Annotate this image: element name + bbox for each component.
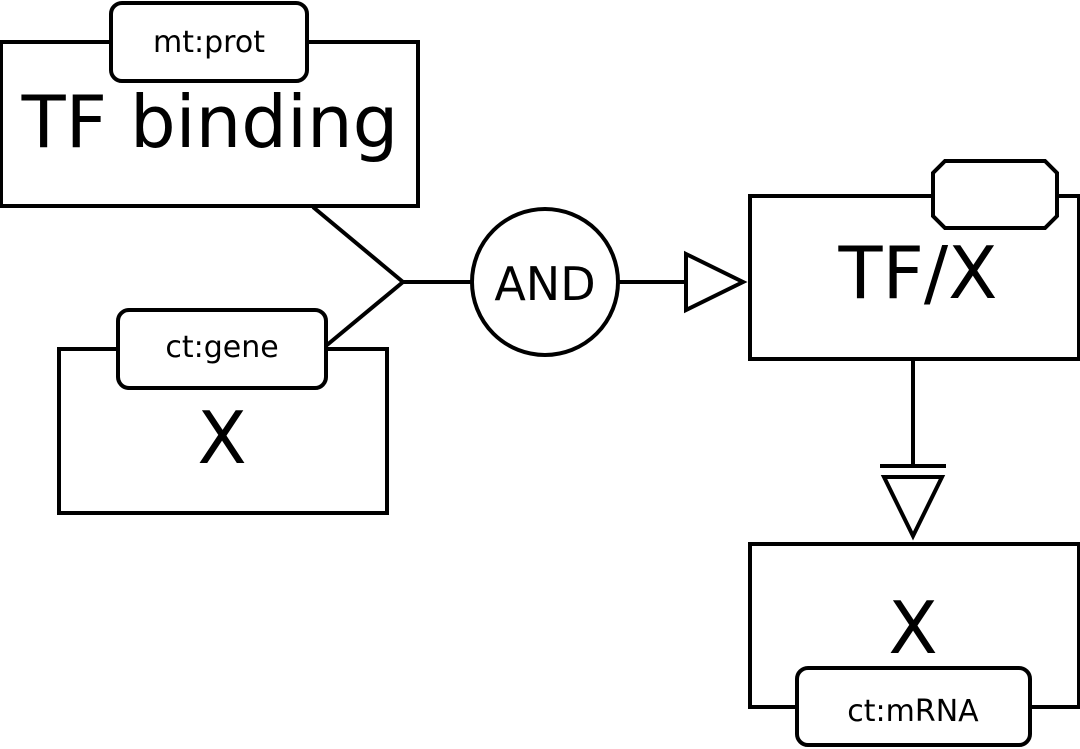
unit-ct-gene-label: ct:gene — [165, 330, 278, 365]
edge-x-gene-to-and — [325, 280, 405, 347]
node-tf-binding-label: TF binding — [21, 80, 399, 164]
edge-tf-x-to-x-mrna — [880, 360, 946, 541]
unit-of-information-mt-prot: mt:prot — [109, 1, 309, 83]
unit-ct-mrna-label: ct:mRNA — [847, 694, 979, 729]
unit-of-information-ct-gene: ct:gene — [116, 308, 328, 390]
node-x-mrna-label: X — [888, 586, 937, 670]
node-x-gene[interactable]: X ct:gene — [57, 308, 389, 515]
node-and-gate-label: AND — [494, 257, 595, 311]
node-x-mrna[interactable]: X ct:mRNA — [748, 542, 1080, 747]
node-x-gene-label: X — [197, 396, 246, 480]
node-tf-x-complex[interactable]: TF/X — [748, 159, 1080, 361]
stimulation-arrowhead-icon — [684, 250, 748, 314]
node-tf-binding[interactable]: TF binding mt:prot — [0, 1, 420, 208]
edge-tf-binding-to-and — [311, 205, 405, 284]
state-variable-empty — [931, 159, 1059, 230]
unit-of-information-ct-mrna: ct:mRNA — [795, 666, 1032, 747]
necessary-stimulation-arrowhead-icon — [880, 475, 946, 541]
node-and-gate[interactable]: AND — [470, 207, 620, 357]
unit-mt-prot-label: mt:prot — [153, 25, 265, 60]
edge-and-to-tf-x — [618, 250, 748, 314]
node-tf-x-label: TF/X — [838, 231, 998, 315]
